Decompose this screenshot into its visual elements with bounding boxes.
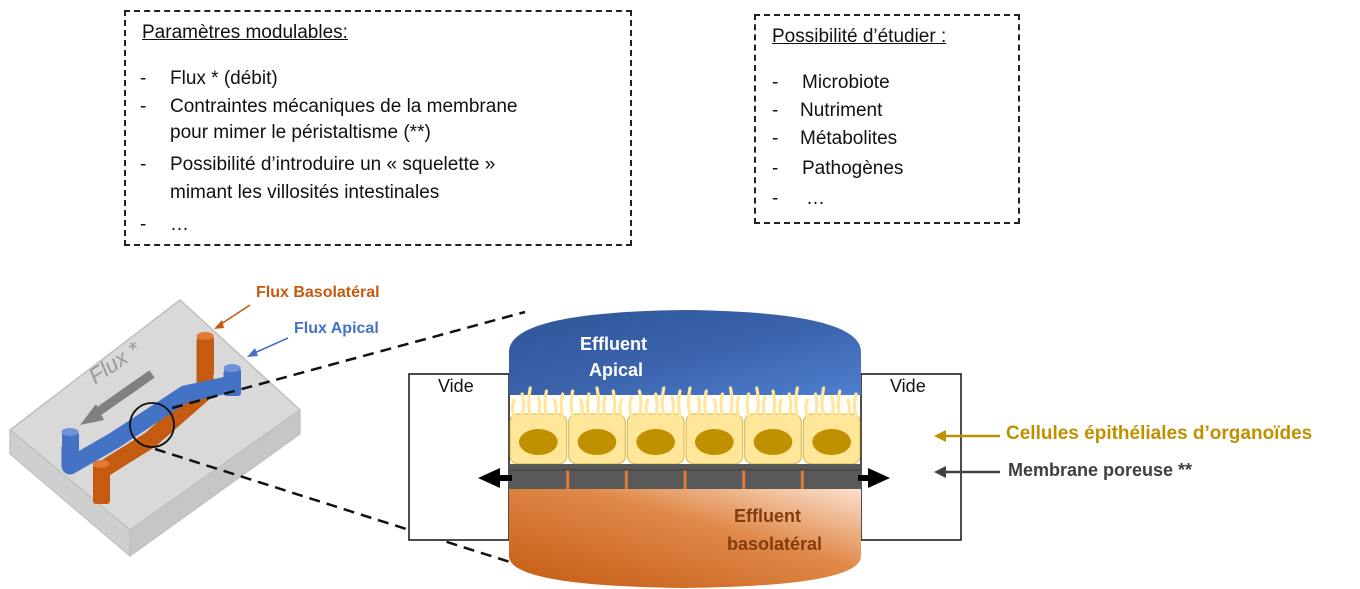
basolateral-channel (92, 332, 214, 504)
bullet-dash: - (140, 154, 147, 175)
bullet-dash: - (140, 214, 147, 235)
bullet-dash: - (772, 188, 779, 209)
study-box: Possibilité d’étudier : - Microbiote - N… (754, 14, 1020, 224)
apical-pointer-head (247, 348, 258, 357)
epithelial-cell (626, 386, 685, 465)
study-item: … (806, 188, 825, 209)
study-item: Microbiote (802, 72, 890, 93)
membrane-pointer-head (934, 466, 946, 478)
param-item: Possibilité d’introduire un « squelette … (170, 154, 496, 175)
membrane-stretch-arrows (478, 468, 890, 488)
param-item: Flux * (débit) (170, 68, 278, 89)
zoom-line-top (171, 310, 526, 410)
epithelial-cells (509, 386, 861, 465)
basolateral-compartment (509, 488, 861, 588)
membrane-pore (683, 470, 687, 489)
cells-pointer-head (934, 430, 946, 442)
param-item: … (170, 214, 189, 235)
membrane-pore (742, 470, 746, 489)
cell-nucleus (694, 429, 734, 455)
cell-nucleus (636, 429, 676, 455)
membrane-pore (566, 470, 570, 489)
bullet-dash: - (140, 96, 147, 117)
effluent-apical-label-2: Apical (589, 360, 644, 380)
epithelial-cell (744, 386, 802, 465)
param-item-continued: pour mimer le péristaltisme (**) (170, 122, 431, 143)
parameters-title: Paramètres modulables: (142, 22, 348, 43)
study-item: Pathogènes (802, 158, 904, 179)
porous-membrane (509, 464, 861, 489)
effluent-apical-label-1: Effluent (580, 334, 647, 354)
vide-box-right (860, 373, 962, 541)
vide-label-right: Vide (890, 376, 926, 396)
membrane-pore (800, 470, 804, 489)
bullet-dash: - (772, 100, 779, 121)
effluent-basolateral-label-1: Effluent (734, 506, 801, 526)
vide-label-left: Vide (438, 376, 474, 396)
epithelial-cell (802, 386, 861, 465)
cell-nucleus (753, 429, 793, 455)
bullet-dash: - (772, 128, 779, 149)
vide-box-left (408, 373, 510, 541)
bullet-dash: - (140, 68, 147, 89)
zoom-line-bottom (154, 447, 536, 572)
zoom-circle (129, 402, 175, 448)
effluent-basolateral-label-2: basolatéral (727, 534, 823, 554)
epithelial-cell (568, 386, 626, 465)
flux-arrowhead (80, 404, 104, 425)
param-item: Contraintes mécaniques de la membrane (170, 96, 518, 117)
study-item: Nutriment (800, 100, 883, 121)
membrane-label: Membrane poreuse ** (1008, 460, 1193, 480)
cell-nucleus (577, 429, 617, 455)
flux-basolateral-label: Flux Basolatéral (256, 284, 380, 301)
baso-pointer-head (214, 320, 224, 329)
bullet-dash: - (772, 72, 779, 93)
epithelial-cell (509, 386, 568, 465)
flux-apical-label: Flux Apical (294, 320, 379, 337)
cell-nucleus (518, 429, 558, 455)
apical-pointer-line (251, 337, 289, 355)
cell-nucleus (812, 429, 852, 455)
cells-label: Cellules épithéliales d’organoïdes (1006, 423, 1313, 444)
parameters-box: Paramètres modulables: - Flux * (débit) … (124, 10, 632, 246)
study-item: Métabolites (800, 128, 898, 149)
membrane-pore (624, 470, 628, 489)
param-item-continued: mimant les villosités intestinales (170, 182, 440, 203)
study-title: Possibilité d’étudier : (772, 26, 947, 47)
bullet-dash: - (772, 158, 779, 179)
apical-compartment (509, 310, 861, 395)
flux-arrow (89, 370, 155, 420)
baso-pointer-line (217, 304, 251, 327)
apical-channel (61, 364, 241, 475)
epithelial-cell (685, 386, 744, 465)
